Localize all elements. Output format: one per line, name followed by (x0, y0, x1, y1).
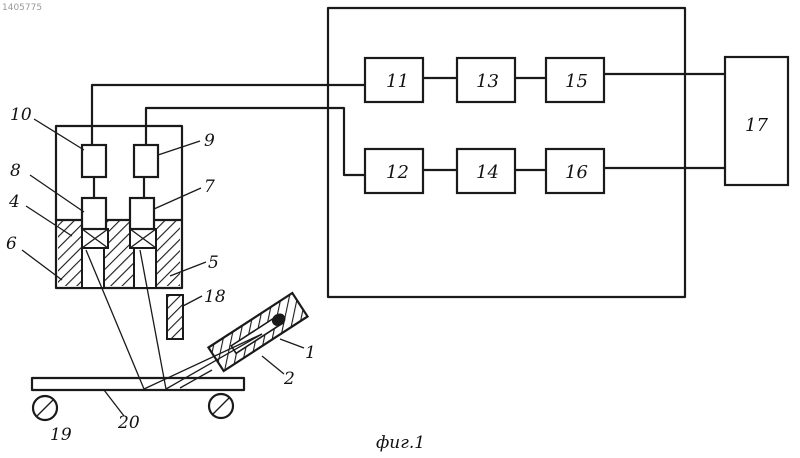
block-11-label: 11 (386, 71, 409, 92)
platform-20 (32, 378, 244, 390)
wire-9-to-12 (146, 108, 365, 175)
label-18: 18 (204, 287, 226, 307)
amplifier-8 (82, 198, 106, 229)
block-16-label: 16 (565, 162, 588, 183)
element-10 (82, 145, 106, 177)
label-5: 5 (208, 253, 219, 273)
label-9: 9 (204, 131, 215, 151)
right-bore (134, 246, 156, 288)
hatched-base (58, 220, 180, 286)
label-7: 7 (204, 177, 215, 197)
label-6: 6 (6, 234, 17, 254)
block-12-label: 12 (386, 162, 409, 183)
patent-number-stamp: 1405775 (2, 3, 42, 13)
amplifier-7 (130, 198, 154, 229)
block-15-label: 15 (565, 71, 588, 92)
label-1: 1 (305, 343, 316, 363)
label-2: 2 (283, 369, 295, 389)
element-9 (134, 145, 158, 177)
right-photocell (130, 229, 156, 248)
filter-18 (167, 295, 183, 339)
block-14-label: 14 (476, 162, 499, 183)
left-photocell (82, 229, 108, 248)
wheel-right (209, 394, 233, 418)
label-8: 8 (10, 161, 21, 181)
label-4: 4 (8, 192, 20, 212)
figure-caption: фиг.1 (376, 433, 425, 453)
wheel-left (33, 396, 57, 420)
label-20: 20 (117, 413, 140, 433)
label-10: 10 (10, 105, 32, 125)
block-13-label: 13 (476, 71, 499, 92)
wire-10-to-11 (92, 85, 365, 145)
block-17-label: 17 (745, 115, 768, 136)
label-19: 19 (50, 425, 72, 445)
